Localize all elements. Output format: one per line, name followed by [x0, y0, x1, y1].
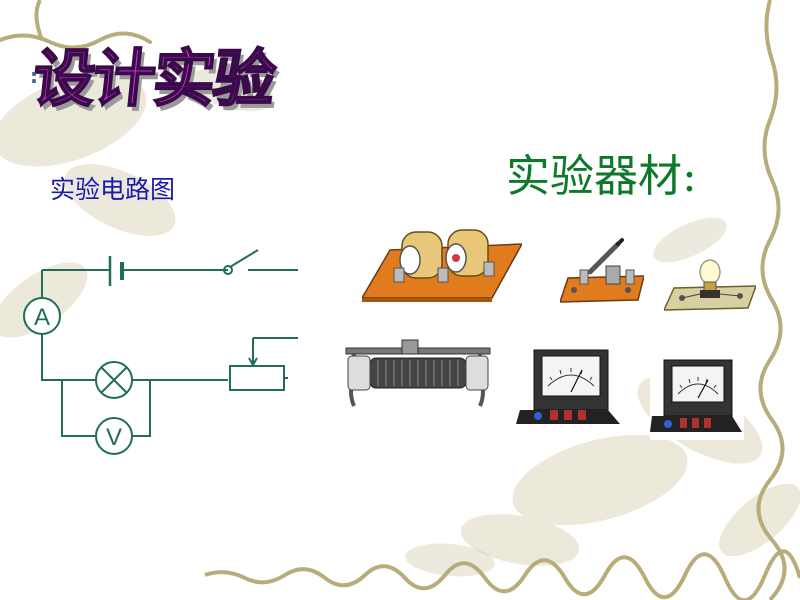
battery-bank-icon	[362, 229, 522, 302]
bulb-in-socket-icon	[664, 259, 756, 311]
title-bullet: :	[30, 64, 38, 88]
svg-text:A: A	[34, 304, 50, 331]
knife-switch-icon	[560, 238, 644, 303]
bulb-symbol	[95, 361, 133, 399]
equipment-label: 实验器材:	[506, 151, 697, 202]
circuit-diagram: A V	[23, 249, 298, 455]
voltmeter-icon	[516, 344, 624, 434]
ammeter-icon	[650, 356, 744, 440]
voltmeter-symbol: V	[95, 417, 133, 455]
circuit-diagram-label: 实验电路图	[50, 175, 176, 204]
ammeter-symbol: A	[23, 297, 61, 335]
rheostat-icon	[345, 339, 491, 407]
slide-title: 设计实验	[29, 41, 279, 116]
svg-text:V: V	[106, 424, 122, 451]
